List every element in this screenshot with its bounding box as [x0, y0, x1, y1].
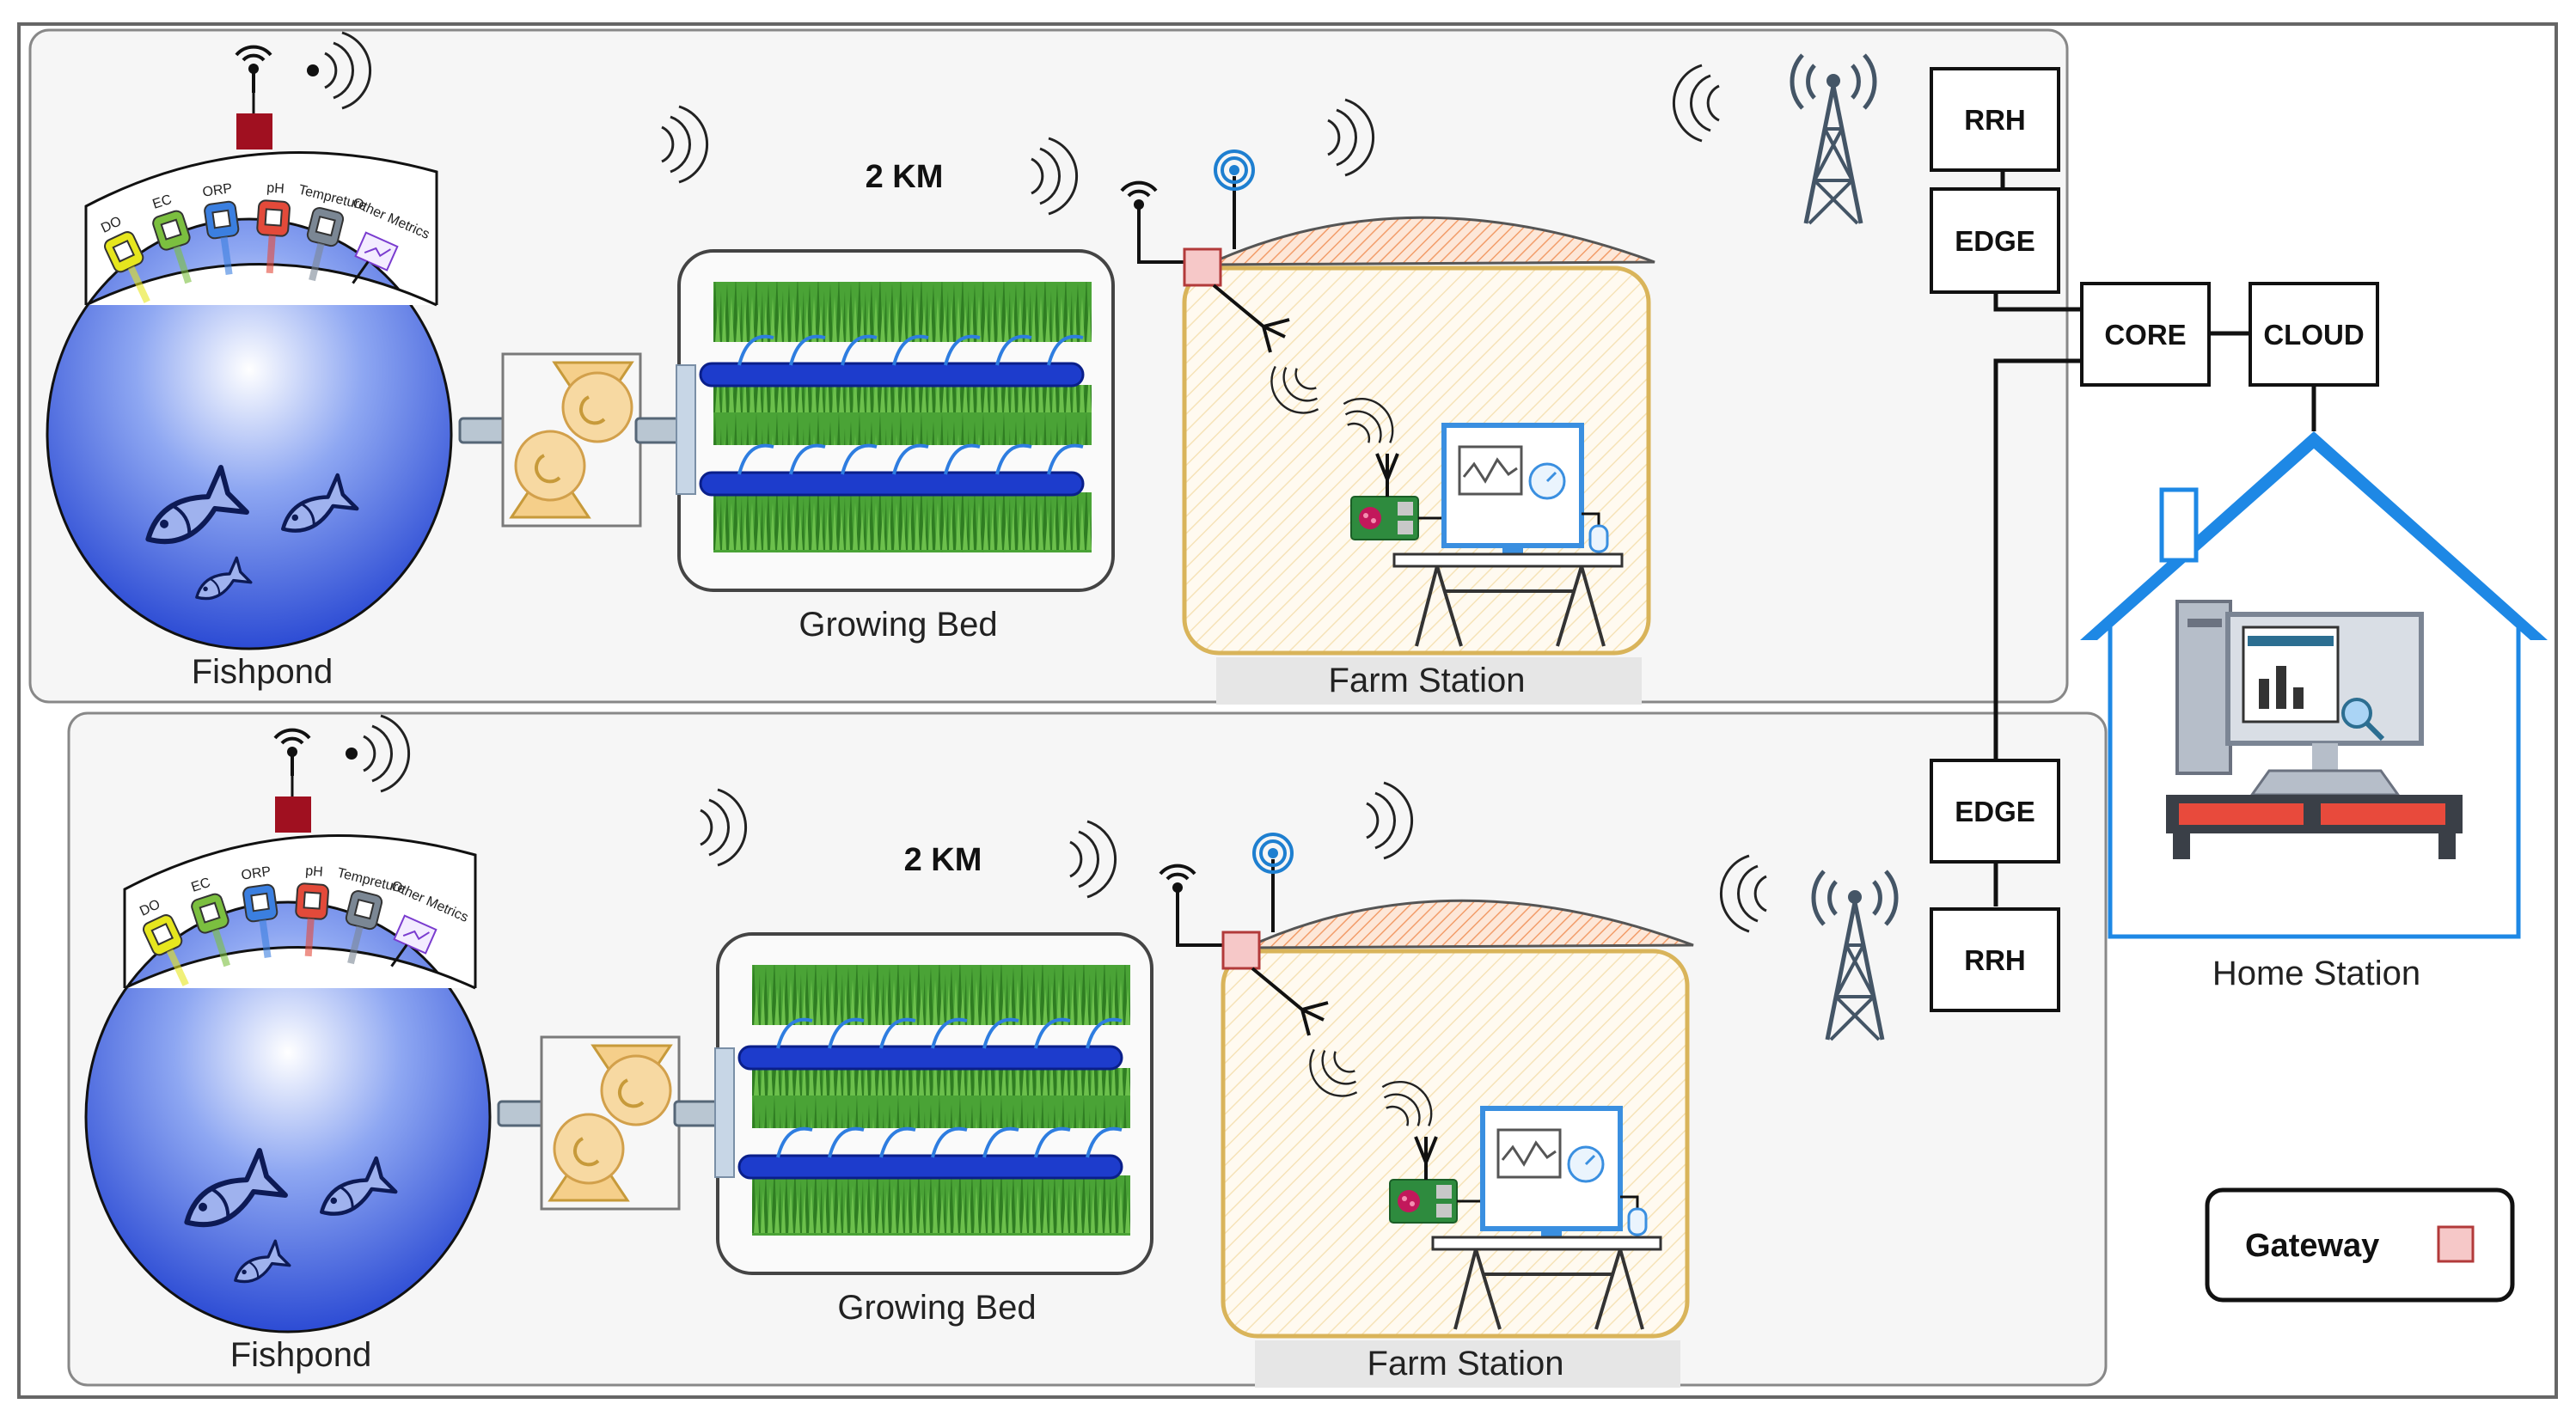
station-roof	[1207, 216, 1655, 266]
fishpond-label: Fishpond	[192, 653, 333, 691]
rrh-top-box	[1930, 67, 2060, 172]
legend: Gateway	[2205, 1187, 2515, 1303]
grass-row	[713, 282, 1092, 342]
edge-top-box	[1930, 187, 2060, 294]
gateway-icon	[1183, 247, 1222, 287]
fishpond-label: Fishpond	[230, 1336, 372, 1374]
growing-bed-label: Growing Bed	[798, 606, 997, 644]
network: RRH EDGE CORE CLOUD EDGE RRH	[1672, 55, 2379, 1040]
mouse-icon	[1627, 1207, 1648, 1236]
antenna-icon	[1251, 967, 1329, 1036]
core-box	[2080, 282, 2211, 387]
sensor-label: EC	[151, 192, 174, 212]
legend-gateway-label: Gateway	[2245, 1228, 2379, 1264]
station-roof	[1245, 899, 1694, 949]
growing-bed	[714, 932, 1153, 1275]
gateway-legend-swatch	[2437, 1225, 2475, 1263]
sensor-label: EC	[190, 876, 212, 895]
water-pipe	[737, 1154, 1123, 1180]
sensor-probe: ORP	[202, 181, 246, 278]
sensor-label: pH	[266, 180, 285, 196]
cloud-label: CLOUD	[2263, 319, 2364, 351]
desk-icon	[1392, 552, 1624, 568]
water-pipe	[737, 1045, 1123, 1071]
water-pipe	[699, 362, 1085, 388]
farm-station: Farm Station	[1159, 781, 1694, 1388]
water-pipe	[699, 471, 1085, 497]
wireless-signal-icon	[307, 31, 372, 110]
grass-row	[713, 385, 1092, 445]
sensor-probe: EC	[150, 192, 205, 289]
wireless-signal-icon	[1214, 150, 1255, 191]
rrh-bottom-label: RRH	[1964, 944, 2026, 976]
farm-station: Farm Station	[1120, 98, 1655, 705]
antenna-icon	[1212, 284, 1290, 353]
distance-label: 2 KM	[904, 842, 982, 878]
desk-icon	[1431, 1236, 1662, 1251]
growing-bed-label: Growing Bed	[837, 1289, 1036, 1327]
edge-top-label: EDGE	[1955, 225, 2035, 257]
home-station-label: Home Station	[2212, 955, 2420, 992]
core-label: CORE	[2104, 319, 2186, 351]
mouse-icon	[1588, 524, 1609, 553]
growing-bed	[676, 249, 1115, 592]
grass-row	[713, 492, 1092, 552]
wireless-signal-icon	[346, 714, 411, 793]
edge-bottom-label: EDGE	[1955, 796, 2035, 827]
home-station: Home Station	[2080, 431, 2548, 992]
sensor-probe: pH	[291, 864, 330, 959]
rrh-bottom-box	[1930, 907, 2060, 1012]
grass-row	[752, 965, 1130, 1025]
farm-station-label: Farm Station	[1329, 662, 1526, 699]
sensor-probe: EC	[189, 876, 243, 972]
search-icon	[2341, 698, 2372, 729]
rrh-top-label: RRH	[1964, 104, 2026, 136]
sensor-label: pH	[305, 864, 324, 879]
sensor-label: ORP	[202, 181, 234, 200]
sensor-label: ORP	[241, 864, 272, 883]
sensor-probe: pH	[253, 180, 291, 276]
farm-station-label: Farm Station	[1368, 1345, 1564, 1382]
wireless-signal-icon	[1252, 833, 1294, 874]
distance-label: 2 KM	[866, 159, 944, 195]
sensor-probe: ORP	[241, 864, 285, 961]
sensor-node	[275, 796, 311, 833]
sensor-node	[236, 113, 272, 150]
gateway-icon	[1221, 931, 1261, 970]
grass-row	[752, 1068, 1130, 1128]
legend-box	[2205, 1187, 2515, 1303]
water-pump-icon	[501, 352, 642, 528]
edge-bottom-box	[1930, 759, 2060, 864]
water-pump-icon	[540, 1035, 681, 1211]
computer-tower-icon	[2175, 600, 2232, 775]
cloud-box	[2249, 282, 2379, 387]
grass-row	[752, 1175, 1130, 1236]
